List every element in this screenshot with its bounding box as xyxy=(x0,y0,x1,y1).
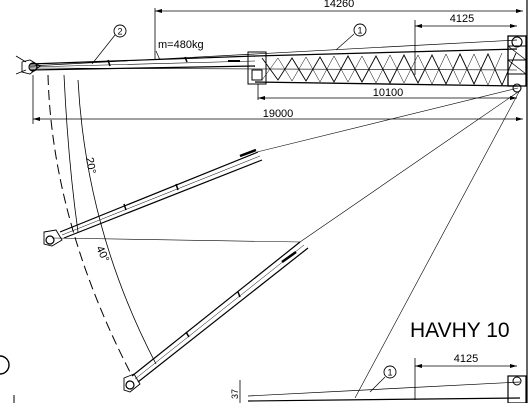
dim-bottom-label: 19000 xyxy=(263,108,294,120)
model-label: HAVHY 10 xyxy=(410,319,510,342)
callout-1-bottom-label: 1 xyxy=(387,368,392,378)
callout-1-bottom: 1 xyxy=(369,365,397,393)
dim-top-overall-label: 14260 xyxy=(324,0,355,10)
edge-circle xyxy=(0,355,10,375)
edge-dimension-label: 37 xyxy=(230,389,240,399)
swing-arc-dashed xyxy=(47,74,131,373)
boom-horizontal xyxy=(15,39,521,399)
dimension-top-overall: 14260 xyxy=(154,0,523,60)
callout-1-top-label: 1 xyxy=(357,26,362,36)
dimension-bottom: 19000 xyxy=(32,75,523,124)
boom-lower-view xyxy=(239,375,527,403)
callout-2: 2 xyxy=(91,24,127,65)
callout-1-top: 1 xyxy=(335,23,367,51)
angle-arc-20 xyxy=(63,74,79,233)
dim-top-tip-label: 4125 xyxy=(450,13,474,25)
boom-20-degree xyxy=(43,148,301,247)
crane-tower-head xyxy=(507,35,527,93)
angle-20-label: 20° xyxy=(83,156,98,174)
angle-40-label: 40° xyxy=(93,244,111,264)
boom-40-degree xyxy=(123,241,309,393)
dimension-top-tip: 4125 xyxy=(414,13,517,75)
angle-arc-40 xyxy=(77,79,157,365)
mass-label: m=480kg xyxy=(158,39,204,51)
dimension-middle: 10100 xyxy=(258,87,517,100)
callout-2-label: 2 xyxy=(117,27,122,37)
dim-middle-label: 10100 xyxy=(373,87,404,99)
dimension-lower-tip: 4125 xyxy=(414,353,517,400)
dim-lower-tip-label: 4125 xyxy=(454,353,478,365)
